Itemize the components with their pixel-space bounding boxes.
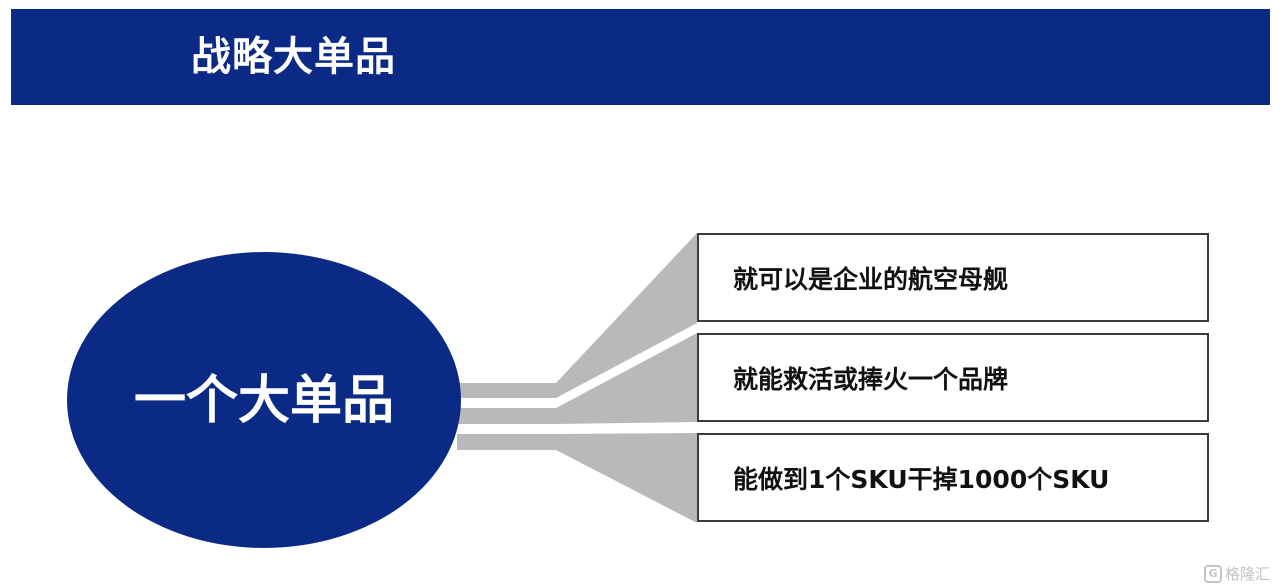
- outcome-label-3: 能做到1个SKU干掉1000个SKU: [733, 464, 1110, 494]
- connector-bottom: [457, 433, 697, 523]
- outcome-box-3: 能做到1个SKU干掉1000个SKU: [697, 433, 1209, 522]
- page-title: 战略大单品: [191, 34, 396, 80]
- watermark-logo-icon: G: [1203, 564, 1222, 583]
- center-node-label: 一个大单品: [133, 371, 394, 431]
- outcome-label-2: 就能救活或捧火一个品牌: [733, 364, 1009, 394]
- watermark: G 格隆汇: [1203, 563, 1270, 584]
- header-bar: 战略大单品: [11, 9, 1270, 105]
- outcome-label-1: 就可以是企业的航空母舰: [733, 264, 1009, 294]
- outcome-box-2: 就能救活或捧火一个品牌: [697, 333, 1209, 422]
- connector-middle: [457, 333, 697, 424]
- outcome-box-1: 就可以是企业的航空母舰: [697, 233, 1209, 322]
- watermark-text: 格隆汇: [1224, 565, 1270, 583]
- connector-top: [457, 233, 697, 398]
- center-node-ellipse: [67, 252, 461, 548]
